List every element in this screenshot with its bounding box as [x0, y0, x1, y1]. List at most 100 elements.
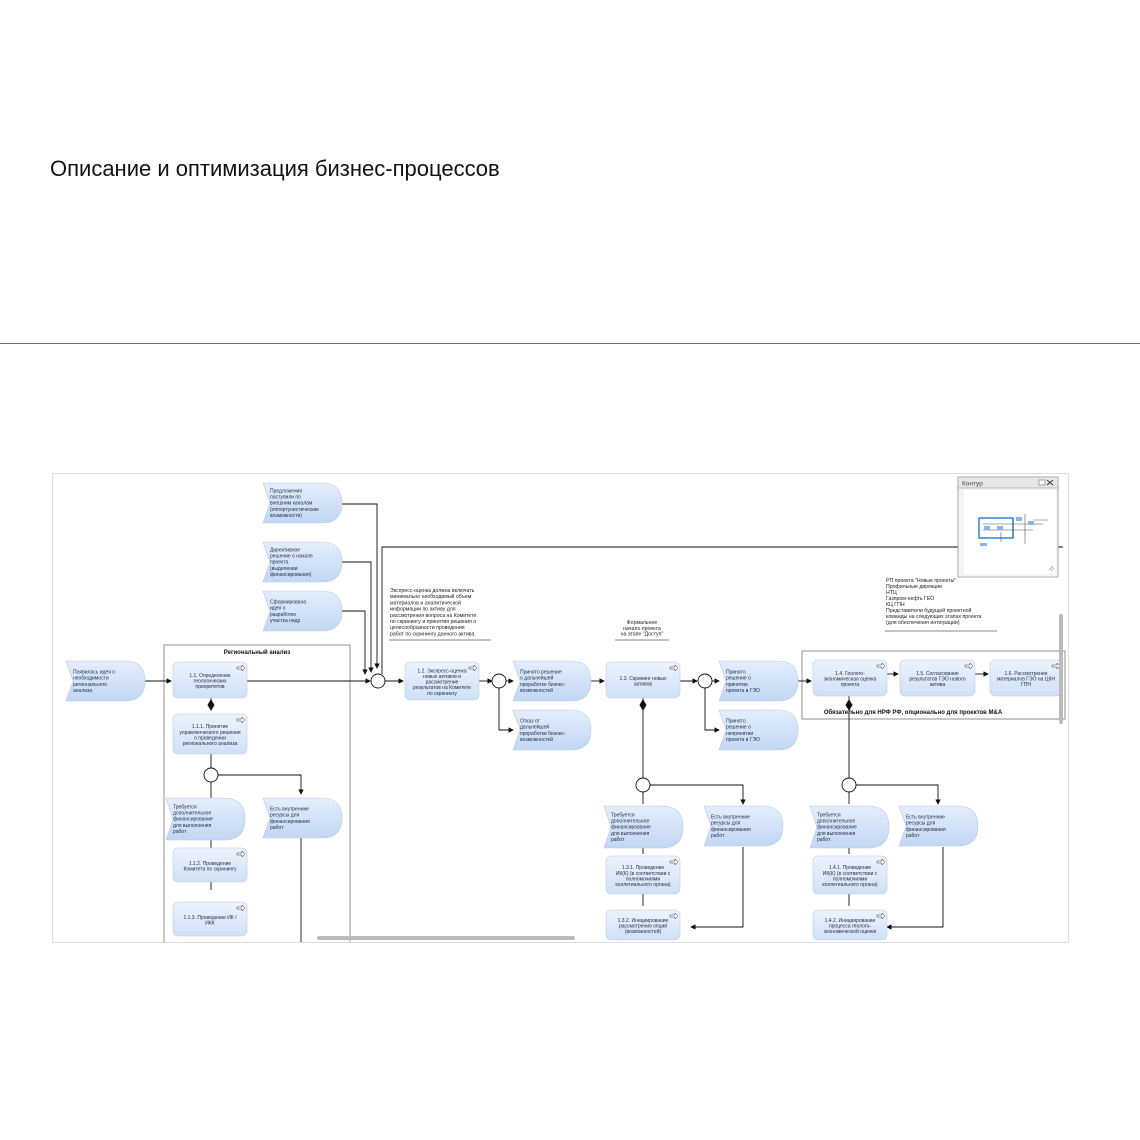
shape-label-line: 1.1.3. Проведение ИК /	[183, 915, 237, 921]
divider	[0, 343, 1140, 344]
note-line: Формальное	[627, 620, 658, 626]
shape-label-line: Требуется	[173, 804, 197, 810]
shape-label-line: приоритетов	[195, 684, 224, 690]
close-icon[interactable]	[1046, 479, 1054, 486]
subprocess-link-icon[interactable]	[1051, 662, 1061, 670]
or-connector	[697, 673, 713, 689]
shape-label-line: возможностей	[520, 736, 553, 743]
note-line: материалов и аналитической	[390, 599, 461, 606]
shape-label-line: необходимости	[73, 676, 109, 682]
shape-label-line: Директивное	[270, 547, 300, 553]
function-f1-1-3[interactable]: 1.1.3. Проведение ИК /ИКК	[172, 901, 248, 937]
shape-label-line: результатов на Комитете	[413, 685, 471, 691]
vertical-scrollbar[interactable]	[1059, 614, 1063, 724]
subprocess-link-icon[interactable]	[236, 904, 246, 912]
shape-label-line: (оппортунистические	[270, 507, 319, 513]
event-need-fin-2[interactable]: Требуетсядополнительноефинансированиедля…	[603, 805, 684, 849]
shape-label-line: Принято	[726, 718, 746, 724]
resize-grip-icon[interactable]	[1048, 565, 1055, 572]
subprocess-link-icon[interactable]	[964, 662, 974, 670]
shape-label-line: поступили по	[270, 495, 301, 501]
subprocess-link-icon[interactable]	[236, 664, 246, 672]
shape-label-line: о дальнейшей	[520, 675, 554, 682]
note-line: информации по активу для	[390, 607, 456, 613]
shape-label-line: работ	[611, 837, 625, 843]
shape-label-line: проекта	[841, 682, 860, 688]
shape-label-line: полномочиями	[833, 876, 867, 882]
minimize-icon[interactable]	[1038, 479, 1046, 486]
shape-label-line: 1.2. Экспресс-оценка	[417, 668, 466, 674]
subprocess-link-icon[interactable]	[876, 858, 886, 866]
event-idea-need[interactable]: Появилась идея онеобходимостирегионально…	[65, 660, 146, 702]
note-line: рассмотрения вопроса на Комитете	[390, 613, 476, 619]
shape-label-line: решение о начале	[270, 554, 313, 560]
shape-label-line: дальнейшей	[520, 724, 549, 731]
shape-label-line: ИК(К) (в соответствии с	[616, 871, 671, 877]
or-connector	[491, 673, 507, 689]
subprocess-link-icon[interactable]	[468, 664, 478, 672]
subprocess-link-icon[interactable]	[669, 858, 679, 866]
shape-label-line: финансирования	[711, 827, 751, 833]
overview-panel[interactable]: Контур	[957, 476, 1059, 578]
shape-label-line: 1.4.1. Проведение	[829, 865, 872, 871]
shape-label-line: по скринингу	[427, 691, 457, 697]
shape-label-line: проекта	[270, 560, 289, 566]
shape-label-line: финансирование	[611, 825, 651, 831]
note-line: целесообразности проведения	[390, 625, 465, 631]
note-line: Газпром-нефть ГЕО	[886, 596, 934, 602]
event-need-fin-1[interactable]: Требуетсядополнительноефинансированиедля…	[165, 797, 246, 841]
shape-label-line: 1.1. Определение	[189, 673, 231, 679]
shape-label-line: Сформирована	[270, 599, 306, 605]
shape-label-line: 1.1.2. Проведение	[189, 861, 232, 867]
subprocess-link-icon[interactable]	[669, 664, 679, 672]
shape-label-line: Требуется	[817, 812, 841, 818]
shape-label-line: для выполнения	[611, 831, 650, 837]
event-need-fin-3[interactable]: Требуетсядополнительноефинансированиедля…	[809, 805, 890, 849]
shape-label-line: ИК(К) (в соответствии с	[823, 871, 878, 877]
subprocess-link-icon[interactable]	[669, 912, 679, 920]
shape-label-line: о проведении	[194, 735, 226, 741]
subprocess-link-icon[interactable]	[876, 662, 886, 670]
shape-label-line: разработке	[270, 612, 296, 618]
shape-label-line: ресурсы для	[711, 821, 741, 827]
subprocess-link-icon[interactable]	[236, 850, 246, 858]
subprocess-link-icon[interactable]	[876, 912, 886, 920]
shape-label-line: рассмотрение	[426, 680, 459, 686]
process-diagram[interactable]: Региональный анализ Обязательно для НРФ …	[52, 473, 1069, 943]
shape-label-line: материалов ГЭО на ЦКН	[997, 677, 1055, 683]
shape-label-line: финансирование	[173, 817, 213, 823]
shape-label-line: экономическая оценка	[824, 677, 877, 683]
note-line: КЦ ГПН	[886, 602, 905, 608]
subprocess-link-icon[interactable]	[236, 716, 246, 724]
note-participants: РП проекта "Новые проекты"Профильные дир…	[886, 578, 982, 626]
shape-label-line: непринятии	[726, 731, 753, 737]
shape-label-line: 1.3.1. Проведение	[622, 865, 665, 871]
shape-label-line: финансирования)	[270, 572, 312, 578]
note-line: начало проекта	[623, 626, 661, 632]
shape-label-line: финансирования	[270, 819, 310, 825]
shape-label-line: Есть внутренние	[270, 806, 309, 812]
horizontal-scrollbar[interactable]	[317, 936, 575, 940]
